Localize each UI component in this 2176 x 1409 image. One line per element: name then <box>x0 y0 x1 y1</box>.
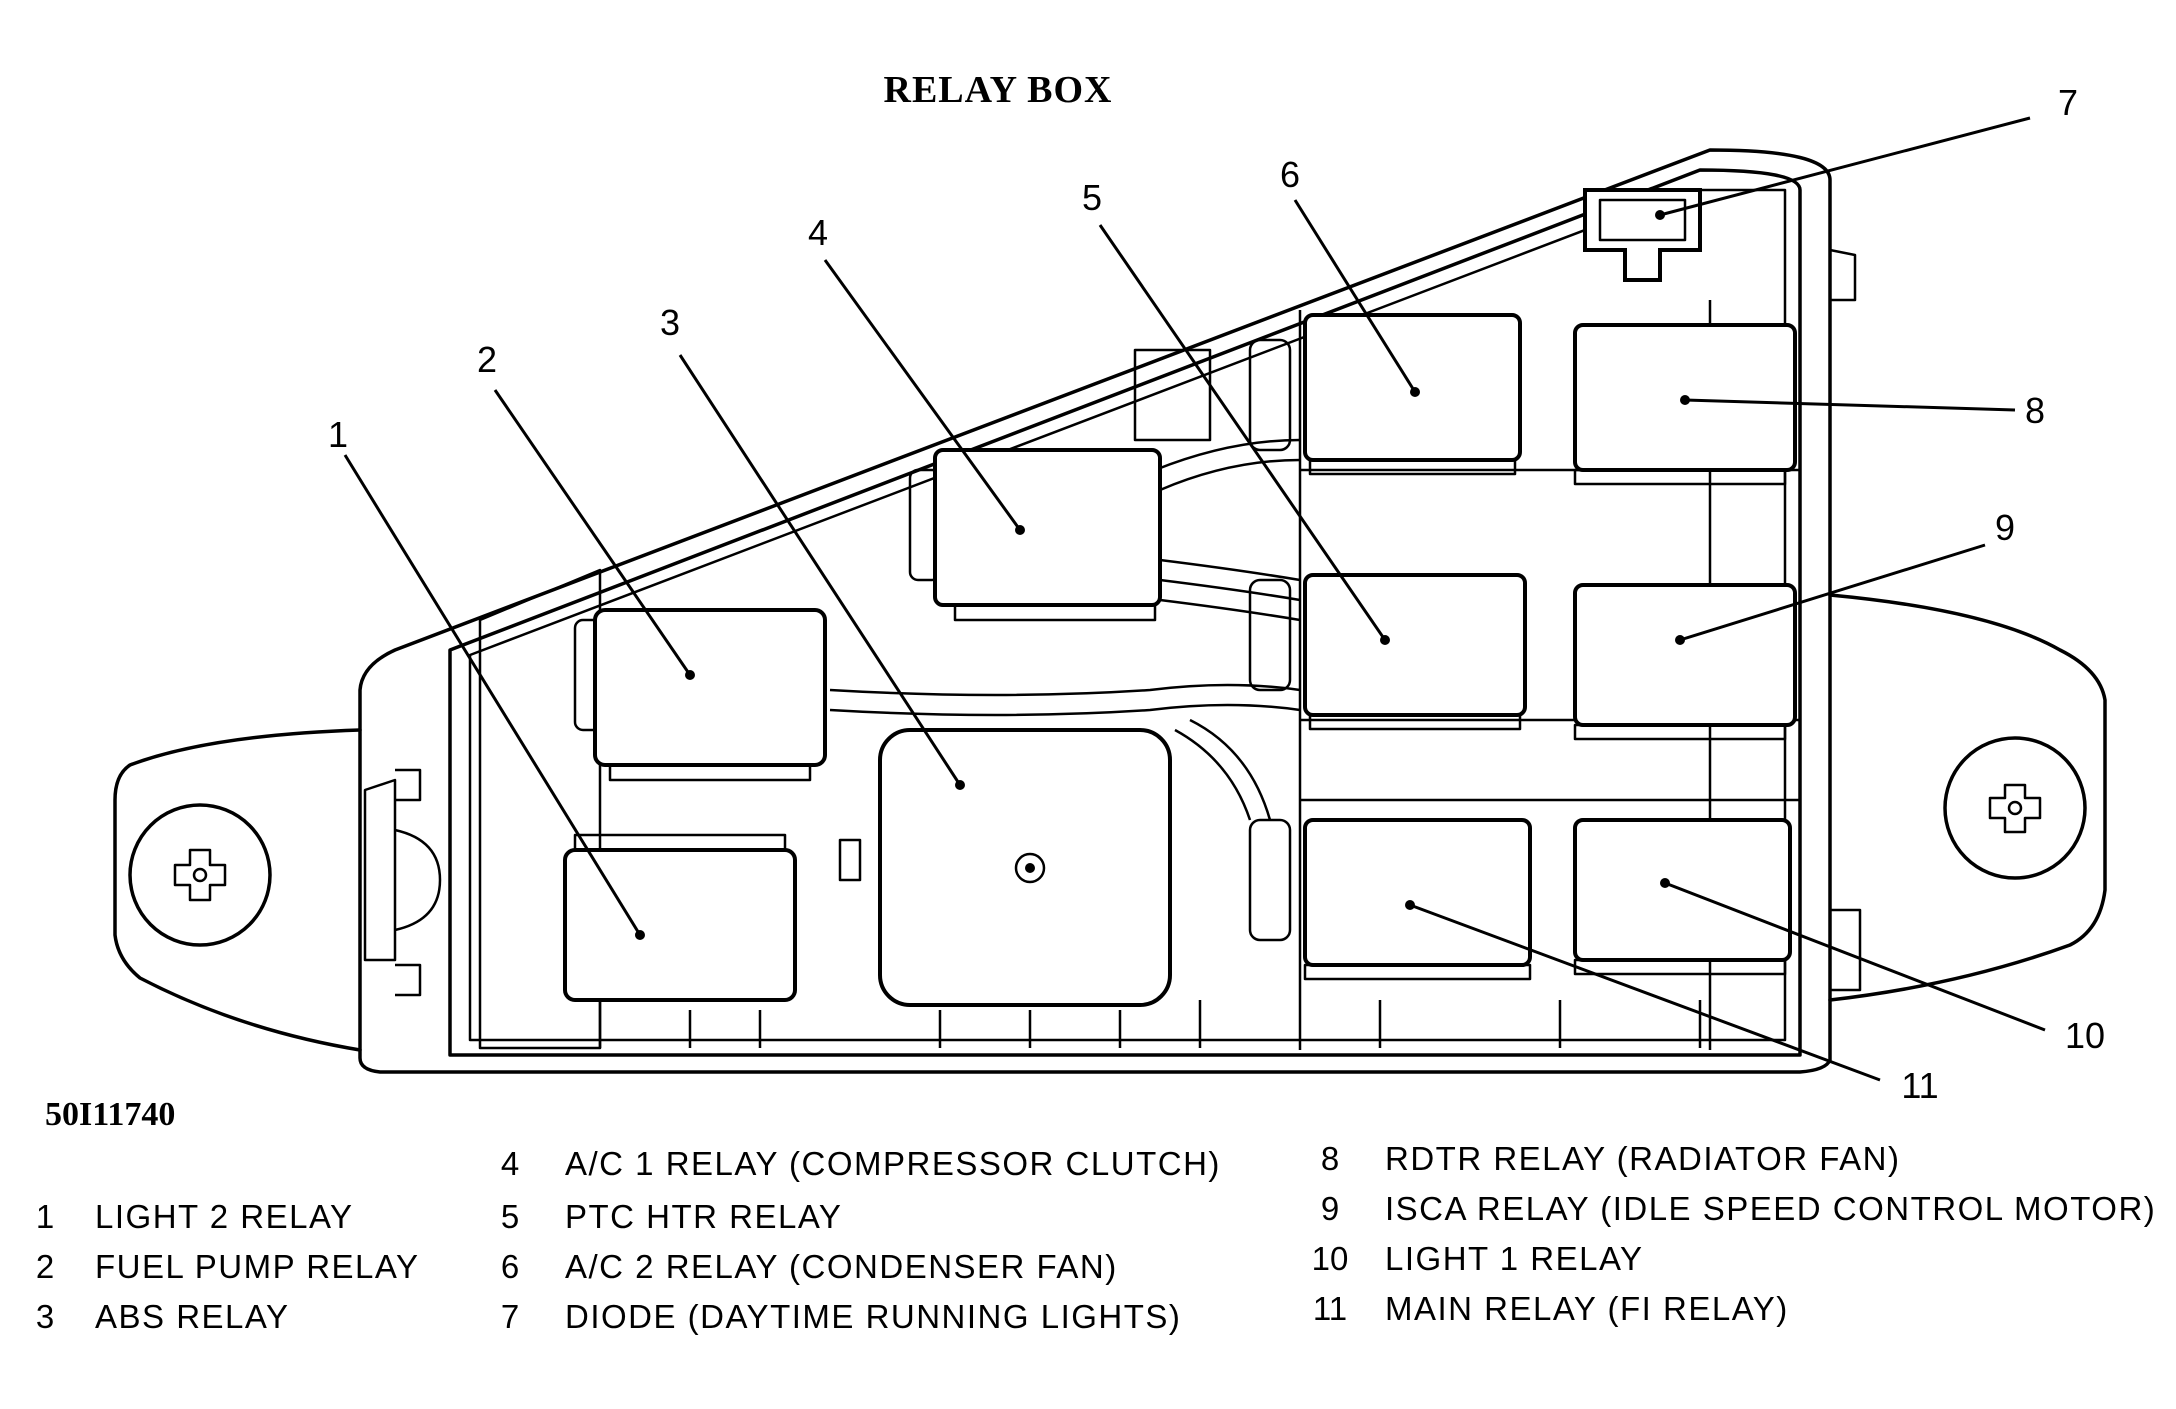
diagram-title: RELAY BOX <box>884 69 1113 111</box>
relay-2 <box>593 608 827 782</box>
leader-1 <box>343 454 642 936</box>
leader-2 <box>493 389 692 676</box>
legend-text-5: PTC HTR RELAY <box>565 1198 842 1235</box>
relay-3 <box>878 728 1172 1007</box>
leader-3 <box>678 354 962 786</box>
leader-11 <box>1409 903 1881 1082</box>
callout-3: 3 <box>660 302 680 343</box>
legend-text-1: LIGHT 2 RELAY <box>95 1198 354 1235</box>
legend-text-10: LIGHT 1 RELAY <box>1385 1240 1644 1277</box>
legend-text-7: DIODE (DAYTIME RUNNING LIGHTS) <box>565 1298 1181 1335</box>
leader-5 <box>1098 224 1387 641</box>
callout-11: 11 <box>1901 1065 1938 1106</box>
legend-num-1: 1 <box>36 1198 54 1235</box>
legend-text-8: RDTR RELAY (RADIATOR FAN) <box>1385 1140 1900 1177</box>
legend-text-11: MAIN RELAY (FI RELAY) <box>1385 1290 1789 1327</box>
callout-1: 1 <box>328 414 348 455</box>
legend-num-5: 5 <box>501 1198 519 1235</box>
legend: 1 LIGHT 2 RELAY 2 FUEL PUMP RELAY 3 ABS … <box>36 1140 2156 1335</box>
legend-text-6: A/C 2 RELAY (CONDENSER FAN) <box>565 1248 1118 1285</box>
legend-num-2: 2 <box>36 1248 54 1285</box>
legend-num-10: 10 <box>1312 1240 1349 1277</box>
relay-4 <box>933 448 1162 622</box>
callout-6: 6 <box>1280 154 1300 195</box>
callout-8: 8 <box>2025 390 2045 431</box>
callout-4: 4 <box>808 212 828 253</box>
relay-1 <box>563 833 797 1002</box>
leader-8 <box>1684 398 2016 412</box>
legend-text-3: ABS RELAY <box>95 1298 289 1335</box>
diode-7 <box>1583 188 1702 282</box>
leader-4 <box>823 259 1022 531</box>
leader-lines <box>343 116 2046 1082</box>
relay-box-housing <box>113 148 2107 1074</box>
relay-5 <box>1303 573 1527 731</box>
leader-10 <box>1664 881 2046 1032</box>
relay-10 <box>1573 818 1792 976</box>
callout-2: 2 <box>477 339 497 380</box>
leader-7 <box>1659 116 2031 217</box>
callout-10: 10 <box>2065 1015 2105 1056</box>
callout-numbers: 1 2 3 4 5 6 7 8 9 10 11 <box>328 82 2105 1106</box>
figure-id: 50I11740 <box>45 1096 175 1133</box>
callout-5: 5 <box>1082 177 1102 218</box>
legend-num-9: 9 <box>1321 1190 1339 1227</box>
relay-9 <box>1573 583 1797 741</box>
callout-9: 9 <box>1995 507 2015 548</box>
legend-text-4: A/C 1 RELAY (COMPRESSOR CLUTCH) <box>565 1145 1221 1182</box>
legend-num-4: 4 <box>501 1145 519 1182</box>
legend-text-9: ISCA RELAY (IDLE SPEED CONTROL MOTOR) <box>1385 1190 2156 1227</box>
leader-6 <box>1293 199 1417 393</box>
callout-7: 7 <box>2058 82 2078 123</box>
legend-num-6: 6 <box>501 1248 519 1285</box>
legend-num-11: 11 <box>1313 1290 1347 1327</box>
legend-text-2: FUEL PUMP RELAY <box>95 1248 419 1285</box>
legend-num-7: 7 <box>501 1298 519 1335</box>
legend-num-8: 8 <box>1321 1140 1339 1177</box>
leader-9 <box>1679 543 1986 642</box>
relay-11 <box>1303 818 1532 981</box>
legend-num-3: 3 <box>36 1298 54 1335</box>
